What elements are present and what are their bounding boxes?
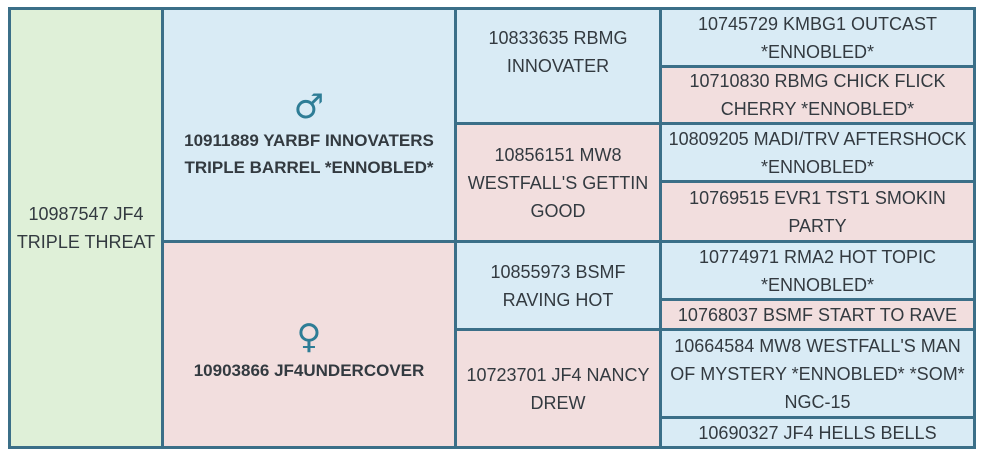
- great-grandparent-name: 10745729 KMBG1 OUTCAST *ENNOBLED*: [697, 13, 938, 62]
- great-grandparent-1-cell: 10745729 KMBG1 OUTCAST *ENNOBLED*: [662, 10, 973, 65]
- sire-dam-cell: 10856151 MW8 WESTFALL'S GETTIN GOOD: [457, 125, 659, 240]
- sire-sire-cell: 10833635 RBMG INNOVATER: [457, 10, 659, 122]
- pedigree-table: 10987547 JF4 TRIPLE THREAT ♂ 10911889 YA…: [8, 7, 976, 449]
- sire-sire-name: 10833635 RBMG INNOVATER: [488, 28, 628, 76]
- great-grandparent-name: 10809205 MADI/TRV AFTERSHOCK *ENNOBLED*: [668, 128, 967, 177]
- great-grandparent-name: 10769515 EVR1 TST1 SMOKIN PARTY: [689, 187, 946, 236]
- dam-sire-name: 10855973 BSMF RAVING HOT: [490, 261, 626, 310]
- great-grandparent-6-cell: 10768037 BSMF START TO RAVE: [662, 301, 973, 328]
- great-grandparent-2-cell: 10710830 RBMG CHICK FLICK CHERRY *ENNOBL…: [662, 68, 973, 122]
- subject-cell: 10987547 JF4 TRIPLE THREAT: [11, 10, 161, 446]
- great-grandparent-name: 10710830 RBMG CHICK FLICK CHERRY *ENNOBL…: [689, 71, 946, 119]
- subject-name: 10987547 JF4 TRIPLE THREAT: [16, 204, 156, 252]
- female-icon: ♀: [296, 317, 322, 357]
- sire-name: 10911889 YARBF INNOVATERS TRIPLE BARREL …: [184, 131, 434, 177]
- great-grandparent-name: 10774971 RMA2 HOT TOPIC *ENNOBLED*: [698, 246, 937, 295]
- sire-cell: ♂ 10911889 YARBF INNOVATERS TRIPLE BARRE…: [164, 10, 454, 240]
- male-icon: ♂: [293, 87, 325, 127]
- great-grandparent-4-cell: 10769515 EVR1 TST1 SMOKIN PARTY: [662, 183, 973, 240]
- dam-cell: ♀ 10903866 JF4UNDERCOVER: [164, 243, 454, 446]
- great-grandparent-7-cell: 10664584 MW8 WESTFALL'S MAN OF MYSTERY *…: [662, 331, 973, 416]
- great-grandparent-name: 10690327 JF4 HELLS BELLS: [698, 422, 937, 443]
- dam-sire-cell: 10855973 BSMF RAVING HOT: [457, 243, 659, 328]
- great-grandparent-3-cell: 10809205 MADI/TRV AFTERSHOCK *ENNOBLED*: [662, 125, 973, 180]
- dam-dam-name: 10723701 JF4 NANCY DREW: [466, 364, 650, 413]
- sire-dam-name: 10856151 MW8 WESTFALL'S GETTIN GOOD: [467, 144, 649, 221]
- great-grandparent-8-cell: 10690327 JF4 HELLS BELLS: [662, 419, 973, 446]
- great-grandparent-name: 10768037 BSMF START TO RAVE: [677, 304, 958, 325]
- great-grandparent-5-cell: 10774971 RMA2 HOT TOPIC *ENNOBLED*: [662, 243, 973, 298]
- dam-dam-cell: 10723701 JF4 NANCY DREW: [457, 331, 659, 446]
- great-grandparent-name: 10664584 MW8 WESTFALL'S MAN OF MYSTERY *…: [670, 335, 965, 412]
- dam-name: 10903866 JF4UNDERCOVER: [193, 361, 425, 380]
